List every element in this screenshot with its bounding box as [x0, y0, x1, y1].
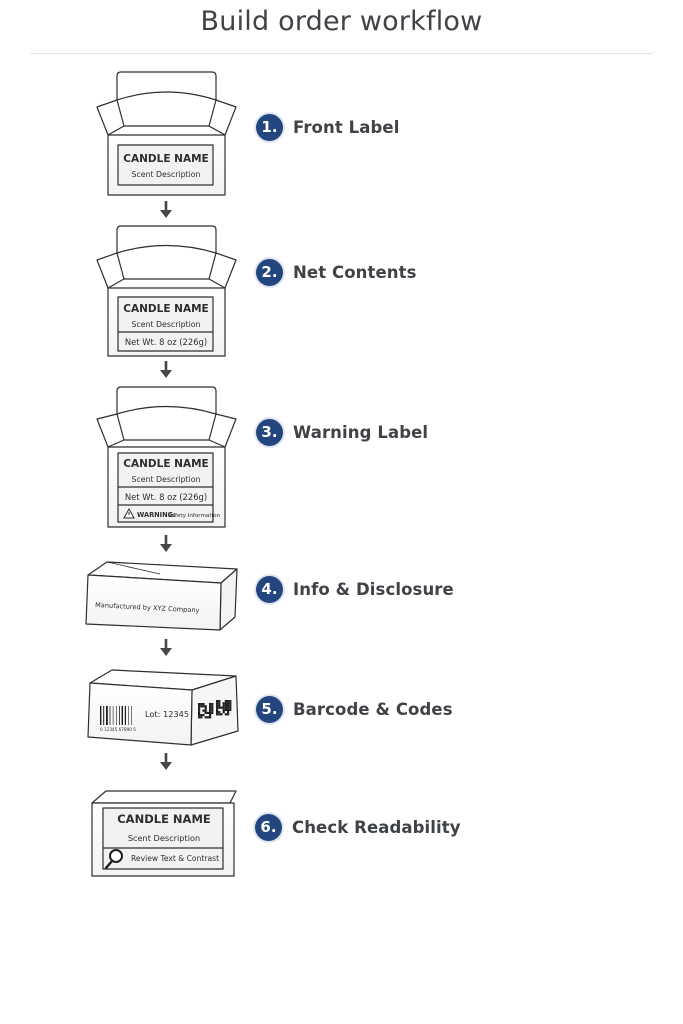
down-arrow-icon [160, 361, 172, 378]
step-warning-label: 3. Warning Label [256, 418, 428, 446]
barcode-digits: 0 12345 67890 5 [100, 727, 136, 732]
warning-triangle-icon [123, 507, 135, 519]
step-number-badge: 1. [256, 113, 283, 141]
step-label: Check Readability [292, 817, 461, 837]
down-arrow-icon [160, 201, 172, 218]
open-box-step-2 [96, 225, 237, 357]
closed-box-step-4 [85, 561, 238, 631]
candle-name-text: CANDLE NAME [123, 303, 208, 315]
scent-description-text: Scent Description [132, 475, 201, 484]
step-net-contents: 2. Net Contents [256, 258, 417, 286]
down-arrow-icon [160, 639, 172, 656]
closed-box-step-6 [91, 790, 237, 877]
step-label: Info & Disclosure [293, 579, 454, 599]
candle-name-text: CANDLE NAME [123, 153, 208, 165]
step-info-disclosure: 4. Info & Disclosure [256, 575, 454, 603]
review-text: Review Text & Contrast [131, 854, 219, 863]
step-number-badge: 2. [256, 258, 283, 286]
barcode-icon [100, 706, 132, 725]
step-label: Front Label [293, 117, 400, 137]
down-arrow-icon [160, 753, 172, 770]
page-title: Build order workflow [200, 6, 483, 37]
lot-number-text: Lot: 12345 [145, 709, 189, 719]
step-number-badge: 4. [256, 575, 283, 603]
step-number-badge: 3. [256, 418, 283, 446]
step-number-badge: 5. [256, 695, 283, 723]
step-label: Barcode & Codes [293, 699, 453, 719]
scent-description-text: Scent Description [128, 833, 200, 843]
magnifier-icon [104, 849, 123, 870]
step-label: Net Contents [293, 262, 417, 282]
candle-name-text: CANDLE NAME [123, 458, 208, 470]
net-weight-text: Net Wt. 8 oz (226g) [125, 337, 207, 347]
scent-description-text: Scent Description [132, 170, 201, 179]
open-box-step-3 [96, 386, 237, 528]
closed-box-step-5 [87, 669, 239, 746]
step-front-label: 1. Front Label [256, 113, 399, 141]
warning-label-text: Safety Information [168, 513, 221, 519]
scent-description-text: Scent Description [132, 320, 201, 329]
step-check-readability: 6. Check Readability [255, 813, 461, 841]
step-number-badge: 6. [255, 813, 282, 841]
step-barcode-codes: 5. Barcode & Codes [256, 695, 453, 723]
net-weight-text: Net Wt. 8 oz (226g) [125, 492, 207, 502]
warning-label-bold: WARNING: [137, 511, 176, 519]
qr-code-icon [216, 700, 232, 716]
qr-code-icon [198, 703, 214, 719]
candle-name-text: CANDLE NAME [117, 812, 211, 826]
title-divider [30, 53, 653, 54]
step-label: Warning Label [293, 422, 429, 442]
open-box-step-1 [96, 71, 237, 196]
down-arrow-icon [160, 535, 172, 552]
